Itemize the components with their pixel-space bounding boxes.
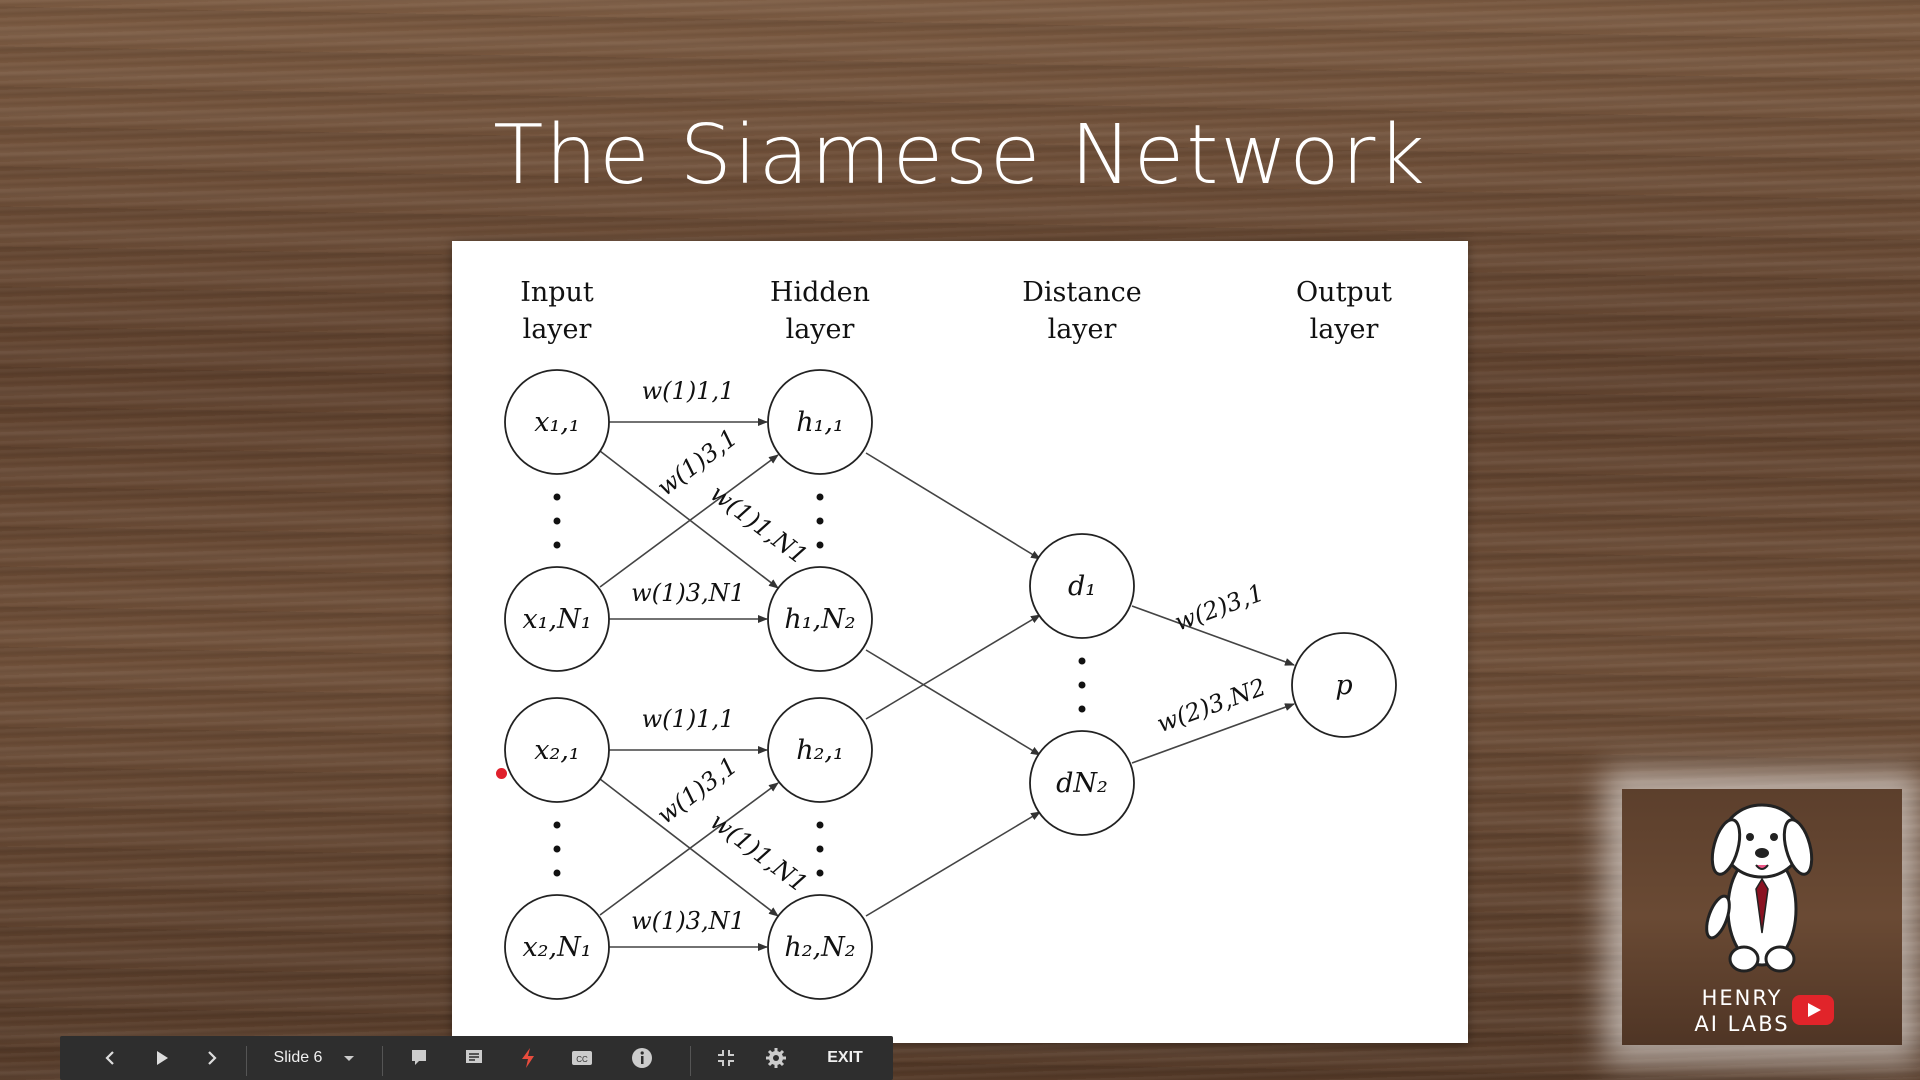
play-button[interactable] [142, 1036, 182, 1080]
dots-distance [1078, 657, 1086, 665]
next-slide-button[interactable] [192, 1036, 232, 1080]
settings-button[interactable] [754, 1036, 798, 1080]
info-icon [632, 1048, 652, 1068]
previous-icon [105, 1051, 114, 1065]
node-x2N1 [504, 894, 610, 1000]
dots-hidden-2 [816, 821, 824, 829]
previous-slide-button[interactable] [90, 1036, 130, 1080]
fullscreen-exit-icon [718, 1050, 734, 1066]
speaker-notes-button[interactable] [452, 1036, 496, 1080]
node-p [1291, 632, 1397, 738]
header-hidden-line1: Hidden [770, 277, 870, 308]
slide-title: The Siamese Network [493, 108, 1427, 203]
exit-label: EXIT [827, 1049, 863, 1066]
header-input-line1: Input [520, 277, 594, 308]
label-h2N2: h₂,N₂ [784, 932, 855, 963]
weight-w11-top: w(1)1,1 [642, 377, 735, 405]
node-h1N2 [767, 566, 873, 672]
node-h11 [767, 369, 873, 475]
label-x1N1: x₁,N₁ [522, 604, 591, 635]
label-x11: x₁,₁ [534, 407, 579, 438]
node-h21 [767, 697, 873, 803]
toolbar-divider [382, 1046, 383, 1076]
dog-mascot-logo [1705, 803, 1814, 973]
comments-icon [412, 1050, 426, 1065]
siamese-network-diagram: Input layer Hidden layer Distance layer … [504, 277, 1397, 1000]
header-hidden-line2: layer [786, 314, 855, 345]
edge-h2N2-dN2 [865, 811, 1041, 917]
weight-w31-output: w(2)3,1 [1171, 578, 1268, 636]
webcam-overlay: HENRY AI LABS [1622, 789, 1902, 1045]
svg-text:CC: CC [576, 1055, 588, 1064]
weight-w3N2-output: w(2)3,N2 [1153, 673, 1269, 738]
label-h21: h₂,₁ [796, 735, 844, 766]
brand-line-1: HENRY [1701, 986, 1783, 1010]
exit-button[interactable]: EXIT [812, 1036, 878, 1080]
flash-button[interactable] [506, 1036, 550, 1080]
weight-w3N1-bottom: w(1)3,N1 [631, 907, 745, 935]
edge-x21-h2N2 [599, 778, 779, 917]
node-x1N1 [504, 566, 610, 672]
weight-w1N1-top: w(1)1,N1 [705, 479, 813, 570]
dots-input-1 [553, 493, 561, 501]
flash-icon [522, 1048, 534, 1068]
youtube-play-icon [1792, 995, 1834, 1025]
brand-text: HENRY AI LABS [1684, 985, 1800, 1037]
label-h11: h₁,₁ [796, 407, 844, 438]
weight-w11-bottom: w(1)1,1 [642, 705, 735, 733]
presentation-toolbar: Slide 6 CC EXIT [60, 1036, 893, 1080]
header-distance-line2: layer [1048, 314, 1117, 345]
header-output-line2: layer [1310, 314, 1379, 345]
next-icon [208, 1051, 217, 1065]
label-d1: d₁ [1068, 571, 1096, 602]
laser-pointer-dot [496, 768, 507, 779]
edge-d1-p [1131, 605, 1295, 666]
edge-h1N2-dN2 [865, 649, 1041, 756]
edge-x1N1-h11 [599, 454, 779, 588]
weight-w1N1-bottom: w(1)1,N1 [705, 807, 813, 898]
dots-input-2 [553, 821, 561, 829]
label-dN2: dN₂ [1056, 768, 1108, 799]
slide-selector[interactable]: Slide 6 [260, 1036, 370, 1080]
edge-h11-d1 [865, 452, 1041, 560]
label-x21: x₂,₁ [534, 735, 579, 766]
slide-content: Input layer Hidden layer Distance layer … [452, 241, 1468, 1043]
toolbar-divider [690, 1046, 691, 1076]
label-p: p [1335, 670, 1352, 701]
play-icon [157, 1051, 168, 1065]
node-x11 [504, 369, 610, 475]
label-x2N1: x₂,N₁ [522, 932, 591, 963]
node-dN2 [1029, 730, 1135, 836]
edge-x11-h1N2 [599, 450, 779, 589]
edge-dN2-p [1131, 703, 1295, 764]
gear-icon [766, 1048, 786, 1068]
speaker-notes-icon [466, 1050, 482, 1063]
node-x21 [504, 697, 610, 803]
dots-hidden-1 [816, 493, 824, 501]
edge-h21-d1 [865, 614, 1041, 720]
comments-button[interactable] [398, 1036, 442, 1080]
header-output-line1: Output [1296, 277, 1392, 308]
header-input-line2: layer [523, 314, 592, 345]
chevron-down-icon [344, 1056, 355, 1061]
info-button[interactable] [620, 1036, 664, 1080]
captions-icon: CC [572, 1051, 592, 1065]
exit-fullscreen-button[interactable] [704, 1036, 748, 1080]
label-h1N2: h₁,N₂ [784, 604, 855, 635]
header-distance-line1: Distance [1022, 277, 1142, 308]
brand-line-2: AI LABS [1694, 1012, 1790, 1036]
captions-button[interactable]: CC [560, 1036, 604, 1080]
toolbar-divider [246, 1046, 247, 1076]
node-d1 [1029, 533, 1135, 639]
slide-number-label: Slide 6 [273, 1049, 323, 1066]
node-h2N2 [767, 894, 873, 1000]
edge-x2N1-h21 [599, 782, 779, 916]
weight-w3N1-top: w(1)3,N1 [631, 579, 745, 607]
